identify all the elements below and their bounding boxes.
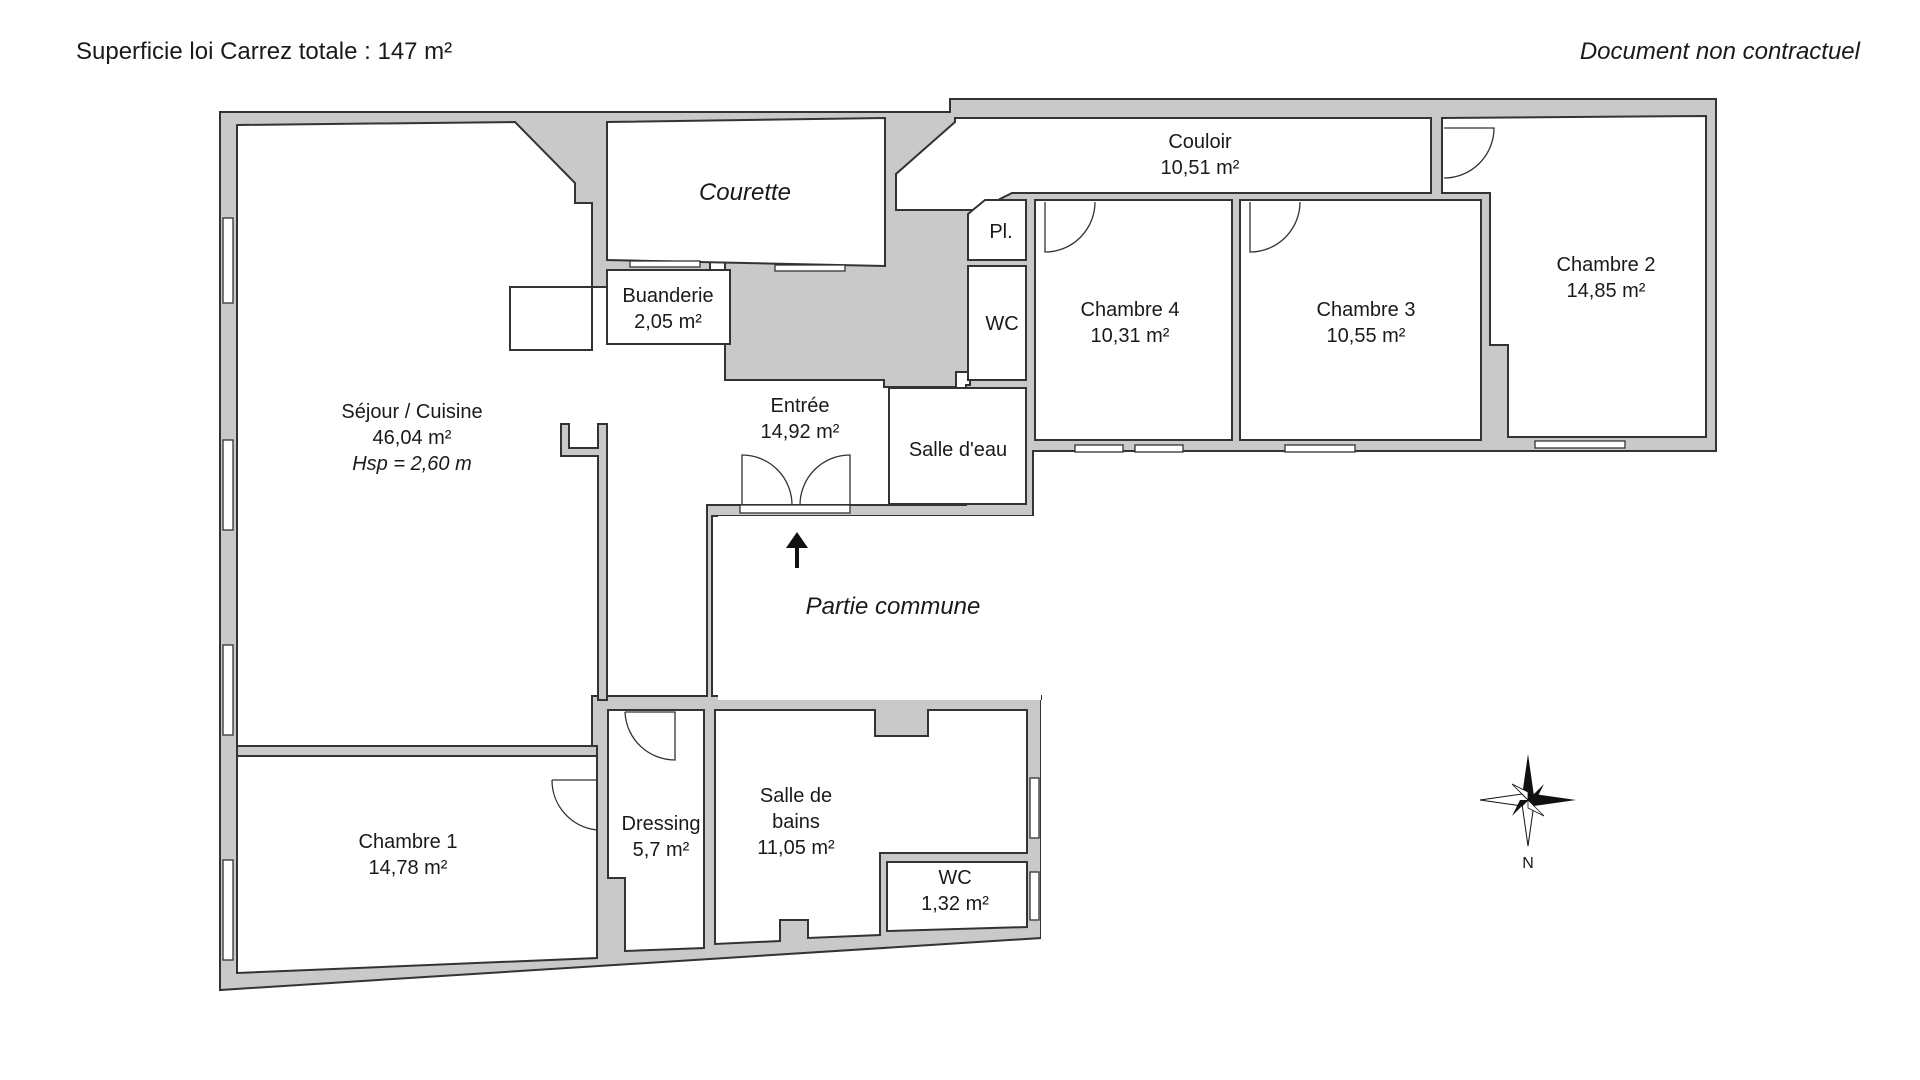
sejour-area: 46,04 m²	[373, 427, 452, 449]
entrance-arrow-icon	[786, 532, 808, 568]
chambre1-area: 14,78 m²	[369, 857, 448, 879]
window-salle-bains	[1029, 777, 1040, 839]
salle-bains-name-2: bains	[772, 811, 820, 833]
wc-north-name: WC	[985, 313, 1018, 335]
door-chambre1[interactable]	[551, 779, 598, 831]
room-salle-bains	[714, 709, 1028, 946]
salle-bains-name-1: Salle de	[760, 785, 832, 807]
chambre1-name: Chambre 1	[359, 831, 458, 853]
room-chambre-3	[1239, 199, 1482, 441]
wall-sejour-chambre1	[236, 745, 598, 757]
room-chambre-4	[1034, 199, 1233, 441]
entrance-threshold	[739, 504, 851, 514]
partie-commune-area	[718, 516, 1920, 1040]
dressing-name: Dressing	[622, 813, 701, 835]
door-chambre3[interactable]	[1249, 201, 1301, 253]
chambre2-area: 14,85 m²	[1567, 280, 1646, 302]
wc-south-area: 1,32 m²	[921, 893, 989, 915]
couloir-name: Couloir	[1168, 131, 1232, 153]
chambre3-area: 10,55 m²	[1327, 325, 1406, 347]
compass-north-label: N	[1522, 855, 1534, 872]
door-chambre4[interactable]	[1044, 201, 1096, 253]
window-courette-b	[774, 264, 846, 272]
window-chambre4-a	[1074, 444, 1124, 453]
salle-bains-area: 11,05 m²	[757, 837, 835, 859]
room-salle-eau	[888, 387, 1027, 505]
door-chambre2[interactable]	[1443, 127, 1495, 179]
door-dressing[interactable]	[624, 711, 676, 761]
compass-rose-icon	[1479, 754, 1576, 847]
room-dressing	[607, 709, 705, 953]
wc-south-name: WC	[938, 867, 971, 889]
room-wc-north	[967, 265, 1027, 381]
room-courette	[606, 116, 886, 268]
window-sejour-3	[222, 644, 234, 736]
disclaimer-label: Document non contractuel	[1579, 38, 1860, 65]
partie-commune-name: Partie commune	[806, 593, 981, 620]
chambre4-area: 10,31 m²	[1091, 325, 1170, 347]
window-courette-a	[629, 260, 701, 268]
room-buanderie	[606, 269, 731, 345]
placard-name: Pl.	[989, 221, 1012, 243]
sejour-name: Séjour / Cuisine	[341, 401, 482, 423]
entree-area: 14,92 m²	[761, 421, 840, 443]
window-sejour-2	[222, 439, 234, 531]
window-chambre2	[1534, 440, 1626, 449]
window-wc-south	[1029, 871, 1040, 921]
entree-name: Entrée	[771, 395, 830, 417]
door-entree-right[interactable]	[799, 454, 851, 506]
chambre4-name: Chambre 4	[1081, 299, 1180, 321]
buanderie-area: 2,05 m²	[634, 311, 702, 333]
buanderie-name: Buanderie	[622, 285, 713, 307]
room-placard	[967, 199, 1027, 261]
couloir-area: 10,51 m²	[1161, 157, 1240, 179]
window-chambre3	[1284, 444, 1356, 453]
total-surface-label: Superficie loi Carrez totale : 147 m²	[76, 38, 453, 65]
dressing-area: 5,7 m²	[633, 839, 690, 861]
salle-eau-name: Salle d'eau	[909, 439, 1007, 461]
room-chambre-2	[1441, 114, 1707, 438]
chambre3-name: Chambre 3	[1317, 299, 1416, 321]
door-entree-left[interactable]	[741, 454, 793, 506]
room-wc-south	[886, 861, 1028, 933]
wall-pillar	[560, 423, 608, 701]
window-chambre1	[222, 859, 234, 961]
window-chambre4-b	[1134, 444, 1184, 453]
courette-name: Courette	[699, 179, 791, 206]
sejour-height: Hsp = 2,60 m	[352, 453, 472, 475]
chambre2-name: Chambre 2	[1557, 254, 1656, 276]
window-sejour-1	[222, 217, 234, 304]
